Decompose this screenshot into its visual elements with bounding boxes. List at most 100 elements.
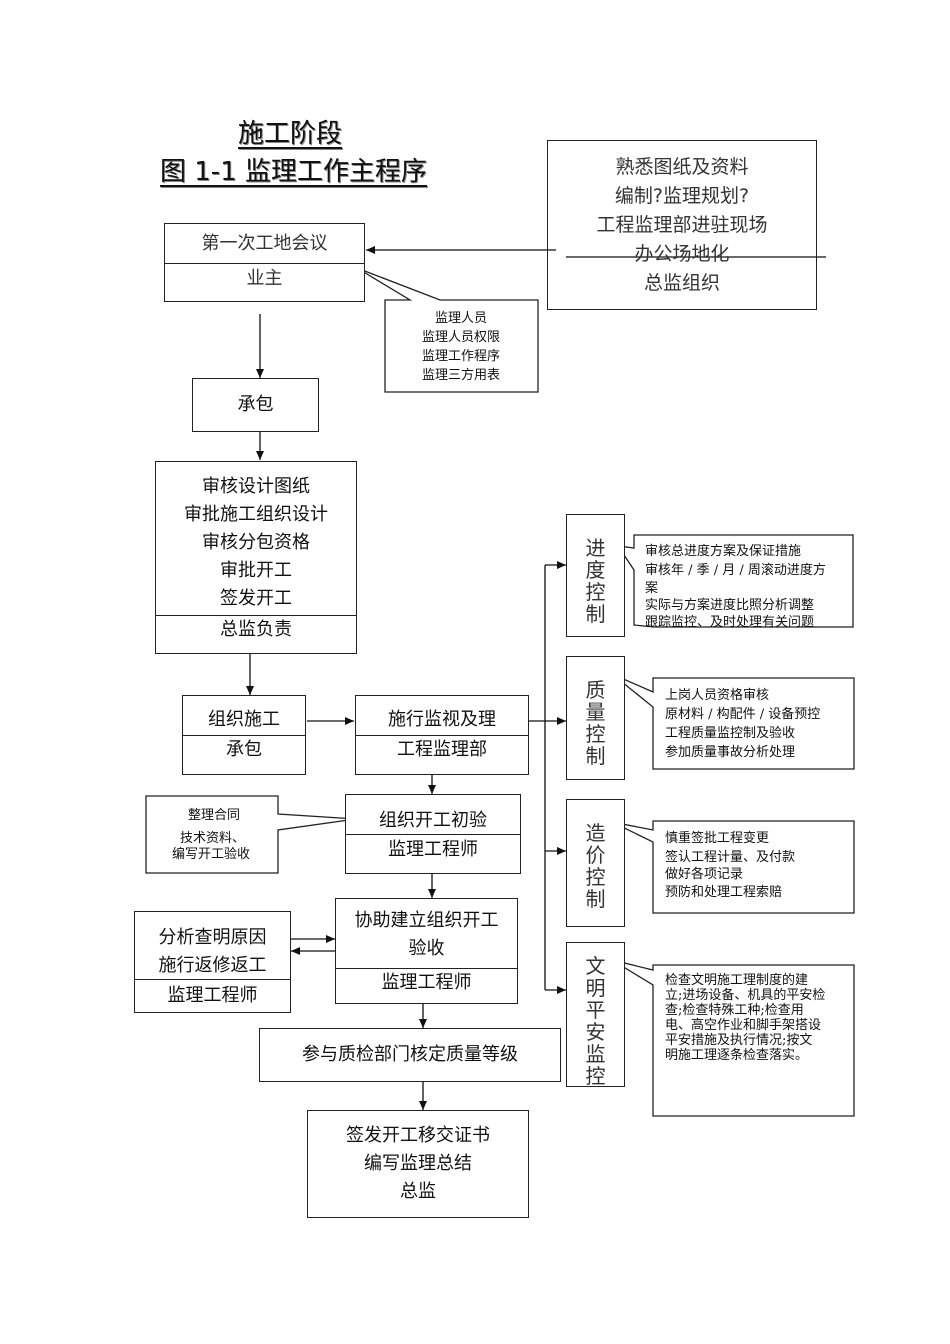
- progress-note-4: 实际与方案进度比照分析调整: [645, 598, 815, 613]
- safety-char-6: 控: [585, 1064, 606, 1088]
- cost-control-box: 造 价 控 制: [566, 799, 625, 927]
- safety-control-box: 文 明 平 安 监 控: [566, 942, 625, 1087]
- quality-callout-shape: [611, 673, 855, 770]
- progress-char-3: 控: [585, 580, 606, 604]
- final-line-1: 签发开工移交证书: [346, 1125, 490, 1146]
- safety-callout-shape: [611, 959, 855, 1117]
- quality-note-3: 工程质量监控制及验收: [665, 726, 796, 741]
- acceptance-callout-line-1: 整理合同: [188, 808, 241, 823]
- meeting-callout: 监理人员 监理人员权限 监理工作程序 监理三方用表: [386, 309, 536, 385]
- assist-acceptance-box: 协助建立组织开工 验收 监理工程师: [335, 898, 518, 1004]
- progress-char-1: 进: [585, 536, 606, 560]
- supervise-box: 施行监视及理 工程监理部: [355, 695, 529, 775]
- initial-acceptance-box: 组织开工初验 监理工程师: [345, 794, 521, 874]
- final-line-2: 编写监理总结: [364, 1153, 472, 1174]
- cost-callout-shape: [611, 820, 855, 914]
- final-box: 签发开工移交证书 编写监理总结 总监: [307, 1110, 529, 1218]
- meeting-callout-line-2: 监理人员权限: [421, 330, 500, 345]
- acceptance-callout-line-2: 技术资料、: [180, 831, 246, 846]
- meeting-callout-line-3: 监理工作程序: [421, 349, 500, 364]
- safety-note-4: 电、高空作业和脚手架搭设: [665, 1018, 822, 1033]
- acceptance-callout-line-3: 编写开工验收: [172, 847, 251, 862]
- prep-line-4: 办公场地化: [634, 243, 730, 265]
- cost-note-3: 做好各项记录: [665, 867, 744, 882]
- acceptance-callout-shape: [145, 795, 357, 874]
- safety-note-1: 检查文明施工理制度的建: [665, 973, 809, 988]
- quality-grade-box: 参与质检部门核定质量等级: [259, 1028, 561, 1082]
- quality-char-4: 制: [585, 744, 606, 768]
- safety-notes: 检查文明施工理制度的建 立;进场设备、机具的平安检 查;检查特殊工种;检查用 电…: [665, 973, 825, 1063]
- progress-char-2: 度: [585, 558, 606, 582]
- quality-grade-label: 参与质检部门核定质量等级: [302, 1044, 518, 1065]
- cost-note-4: 预防和处理工程索赔: [665, 885, 783, 900]
- quality-note-1: 上岗人员资格审核: [665, 688, 770, 703]
- supervise-title: 施行监视及理: [388, 709, 496, 730]
- review-line-2: 审批施工组织设计: [184, 504, 328, 525]
- analysis-line-1: 分析查明原因: [158, 927, 267, 948]
- cost-char-2: 价: [585, 843, 606, 867]
- org-construction-box: 组织施工 承包: [182, 695, 306, 775]
- assist-line-1: 协助建立组织开工: [354, 910, 499, 931]
- contractor-box: 承包: [192, 378, 319, 432]
- prep-line-2: 编制?监理规划?: [614, 185, 750, 207]
- progress-control-box: 进 度 控 制: [566, 514, 625, 637]
- assist-owner: 监理工程师: [336, 968, 517, 997]
- quality-control-box: 质 量 控 制: [566, 656, 625, 780]
- quality-notes: 上岗人员资格审核 原材料 / 构配件 / 设备预控 工程质量监控制及验收 参加质…: [665, 686, 820, 762]
- safety-note-2: 立;进场设备、机具的平安检: [665, 988, 826, 1003]
- quality-char-1: 质: [585, 678, 606, 702]
- title-line1: 施工阶段: [238, 119, 343, 149]
- title-stage: 施工阶段: [238, 115, 342, 153]
- org-construction-title: 组织施工: [208, 709, 280, 730]
- quality-note-4: 参加质量事故分析处理: [665, 745, 796, 760]
- contractor-label: 承包: [237, 394, 274, 415]
- review-line-3: 审核分包资格: [202, 532, 310, 553]
- progress-char-4: 制: [585, 602, 606, 626]
- review-owner: 总监负责: [156, 615, 356, 644]
- progress-callout-shape: [616, 534, 854, 628]
- org-construction-owner: 承包: [183, 735, 305, 764]
- review-box: 审核设计图纸 审批施工组织设计 审核分包资格 审批开工 签发开工 总监负责: [155, 461, 357, 654]
- progress-notes: 审核总进度方案及保证措施 审核年 / 季 / 月 / 周滚动进度方 案 实际与方…: [645, 542, 826, 630]
- analysis-owner: 监理工程师: [135, 979, 290, 1012]
- prep-line-1: 熟悉图纸及资料: [615, 156, 749, 178]
- cost-note-2: 签认工程计量、及付款: [665, 850, 796, 865]
- initial-acceptance-title: 组织开工初验: [379, 810, 487, 831]
- initial-acceptance-owner: 监理工程师: [346, 834, 520, 865]
- analysis-line-2: 施行返修返工: [158, 955, 267, 976]
- safety-note-5: 平安措施及执行情况;按文: [665, 1033, 813, 1048]
- cost-char-1: 造: [585, 821, 606, 845]
- cost-char-3: 控: [585, 865, 606, 889]
- quality-char-3: 控: [585, 722, 606, 746]
- first-meeting-title: 第一次工地会议: [201, 233, 328, 254]
- safety-char-1: 文: [585, 954, 606, 978]
- safety-char-4: 安: [585, 1020, 606, 1044]
- progress-note-5: 跟踪监控、及时处理有关问题: [645, 615, 815, 630]
- analysis-box: 分析查明原因 施行返修返工 监理工程师: [134, 911, 291, 1013]
- meeting-callout-line-1: 监理人员: [434, 311, 487, 326]
- safety-note-6: 明施工理逐条检查落实。: [665, 1048, 809, 1063]
- safety-char-3: 平: [585, 998, 606, 1022]
- final-line-3: 总监: [400, 1181, 436, 1202]
- cost-note-1: 慎重签批工程变更: [665, 831, 770, 846]
- progress-note-1: 审核总进度方案及保证措施: [645, 544, 802, 559]
- first-meeting-box: 第一次工地会议 业主: [164, 223, 365, 302]
- cost-char-4: 制: [585, 887, 606, 911]
- supervise-owner: 工程监理部: [356, 735, 528, 764]
- safety-note-3: 查;检查特殊工种;检查用: [665, 1003, 804, 1018]
- cost-notes: 慎重签批工程变更 签认工程计量、及付款 做好各项记录 预防和处理工程索赔: [665, 829, 795, 902]
- acceptance-callout: 整理合同 技术资料、 编写开工验收: [150, 806, 274, 863]
- quality-char-2: 量: [585, 700, 606, 724]
- meeting-callout-shape: [356, 267, 539, 393]
- progress-note-3: 案: [645, 581, 659, 596]
- progress-note-2: 审核年 / 季 / 月 / 周滚动进度方: [645, 563, 826, 578]
- assist-line-2: 验收: [408, 938, 445, 959]
- title-line2: 图 1-1 监理工作主程序: [160, 157, 427, 187]
- safety-char-2: 明: [585, 976, 606, 1000]
- prep-box: 熟悉图纸及资料 编制?监理规划? 工程监理部进驻现场 办公场地化 总监组织: [547, 140, 817, 310]
- safety-char-5: 监: [585, 1042, 606, 1066]
- prep-line-3: 工程监理部进驻现场: [596, 214, 768, 236]
- title-figure: 图 1-1 监理工作主程序: [160, 153, 427, 191]
- review-line-1: 审核设计图纸: [202, 476, 310, 497]
